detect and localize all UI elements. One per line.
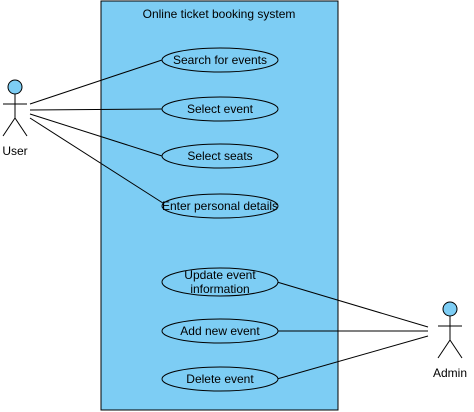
user-head-icon <box>7 79 23 95</box>
use-case-delete-event[interactable]: Delete event <box>161 366 279 392</box>
use-case-label: Select event <box>187 102 254 116</box>
user-left-leg <box>2 117 16 137</box>
actor-user-label: User <box>2 144 27 158</box>
admin-right-leg <box>449 339 463 359</box>
assoc-admin-update-event <box>276 281 429 328</box>
use-case-label: Add new event <box>180 324 260 338</box>
actor-admin[interactable] <box>437 301 463 359</box>
use-case-enter-personal-details[interactable]: Enter personal details <box>161 193 279 219</box>
use-case-select-seats[interactable]: Select seats <box>161 143 279 169</box>
use-case-select-event[interactable]: Select event <box>161 96 279 122</box>
use-case-update-event-information[interactable]: Update event information <box>161 267 279 297</box>
use-case-label: Search for events <box>173 53 267 67</box>
admin-left-leg <box>437 339 451 359</box>
actor-user[interactable] <box>2 79 28 137</box>
use-case-add-new-event[interactable]: Add new event <box>161 318 279 344</box>
use-case-label-line1: Update event <box>184 268 256 282</box>
use-case-label: Delete event <box>186 372 254 386</box>
system-title: Online ticket booking system <box>143 7 296 21</box>
use-case-label: Select seats <box>187 149 252 163</box>
use-case-search-for-events[interactable]: Search for events <box>161 47 279 73</box>
use-case-label-line2: information <box>190 282 249 296</box>
use-case-label: Enter personal details <box>162 199 278 213</box>
assoc-user-select-seats <box>29 113 163 157</box>
user-right-leg <box>14 117 28 137</box>
actor-admin-label: Admin <box>433 366 467 380</box>
assoc-user-search-for-events <box>29 59 163 105</box>
admin-head-icon <box>442 301 458 317</box>
assoc-user-select-event <box>29 108 163 111</box>
assoc-user-enter-personal-details <box>29 117 167 206</box>
admin-associations <box>276 281 429 380</box>
assoc-admin-delete-event <box>276 335 429 380</box>
user-associations <box>29 59 167 206</box>
